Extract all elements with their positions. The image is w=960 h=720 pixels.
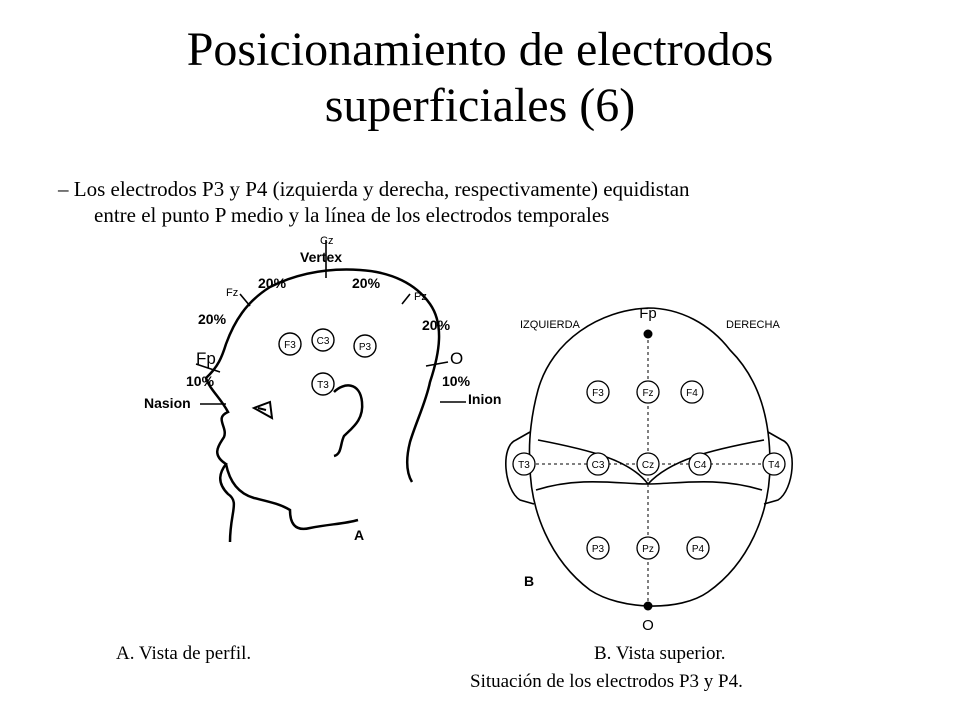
label-nasion: Nasion (144, 395, 191, 411)
electrode-c3-circle (311, 328, 335, 352)
electrode-p3-circle (586, 536, 610, 560)
label-o: O (450, 349, 463, 368)
caption-a: A. Vista de perfil. (116, 643, 252, 664)
right-ear (763, 431, 793, 505)
electrode-t4-circle (762, 452, 786, 476)
title-line-1: Posicionamiento de electrodos (186, 23, 774, 76)
electrode-f3-circle (586, 380, 610, 404)
o-tick (425, 361, 449, 367)
electrode-fz-circle (636, 380, 660, 404)
electrode-pz-label: Pz (642, 544, 654, 555)
pct-top-right: 20% (352, 275, 381, 291)
electrode-f4-label: F4 (686, 388, 698, 399)
electrode-c3-label: C3 (592, 460, 605, 471)
label-inion: Inion (468, 391, 501, 407)
eye-mark (251, 400, 274, 420)
bullet-line-2: entre el punto P medio y la línea de los… (94, 203, 610, 227)
label-izquierda: IZQUIERDA (520, 319, 581, 331)
electrode-fz-label: Fz (642, 388, 653, 399)
fz-tick (239, 293, 251, 307)
pct-low-right: 10% (442, 373, 471, 389)
bullet-line-1: – Los electrodos P3 y P4 (izquierda y de… (58, 177, 690, 201)
electrode-t3-label: T3 (317, 380, 329, 391)
label-derecha: DERECHA (726, 319, 780, 331)
ear (333, 384, 364, 458)
bullet-text: – Los electrodos P3 y P4 (izquierda y de… (58, 176, 918, 228)
electrode-pz-circle (636, 536, 660, 560)
caption-b-line-1: B. Vista superior. (594, 643, 726, 664)
figure-a-lateral-view: Cz Fz Pz Vertex 20% 20% 20% 20% 10% 10% … (144, 235, 501, 543)
electrode-p4-circle (686, 536, 710, 560)
figure-b-letter: B (524, 573, 534, 589)
caption-b-line-2: Situación de los electrodos P3 y P4. (470, 671, 743, 692)
electrode-c3-circle (586, 452, 610, 476)
label-o: O (642, 617, 654, 634)
fp-dot (643, 329, 653, 339)
electrode-f3-label: F3 (284, 340, 296, 351)
electrode-f3-circle (278, 332, 302, 356)
electrode-f3-label: F3 (592, 388, 604, 399)
electrode-cz-label: Cz (642, 460, 654, 471)
label-vertex: Vertex (300, 249, 342, 265)
electrode-t4-label: T4 (768, 460, 780, 471)
pct-top-left: 20% (258, 275, 287, 291)
electrode-c3-label: C3 (317, 336, 330, 347)
pz-tick (401, 293, 411, 305)
label-cz: Cz (320, 235, 333, 247)
electrode-t3-circle (311, 372, 335, 396)
pct-low-left: 10% (186, 373, 215, 389)
electrode-cz-circle (636, 452, 660, 476)
figure-b-top-view: IZQUIERDA DERECHA Fp O B F3 Fz F4 T3 C3 … (505, 305, 793, 634)
electrode-p4-label: P4 (692, 544, 705, 555)
pct-right: 20% (422, 317, 451, 333)
label-fz: Fz (226, 287, 238, 299)
left-ear (505, 431, 535, 505)
electrode-c4-circle (688, 452, 712, 476)
electrode-c4-label: C4 (694, 460, 707, 471)
title-line-2: superficiales (6) (324, 79, 636, 132)
slide-title: Posicionamiento de electrodos superficia… (0, 22, 960, 134)
o-dot (643, 601, 653, 611)
label-fp: Fp (639, 305, 657, 322)
label-pz: Pz (414, 291, 427, 303)
jaw-line (224, 463, 359, 531)
label-fp: Fp (196, 349, 216, 368)
electrode-p3-label: P3 (359, 342, 372, 353)
electrode-f4-circle (680, 380, 704, 404)
electrode-t3-label: T3 (518, 460, 530, 471)
electrode-t3-circle (512, 452, 536, 476)
electrode-p3-label: P3 (592, 544, 605, 555)
fp-tick (195, 363, 221, 373)
electrode-p3-circle (353, 334, 377, 358)
figure-a-letter: A (354, 527, 364, 543)
head-outline (204, 268, 441, 543)
pct-left: 20% (198, 311, 227, 327)
